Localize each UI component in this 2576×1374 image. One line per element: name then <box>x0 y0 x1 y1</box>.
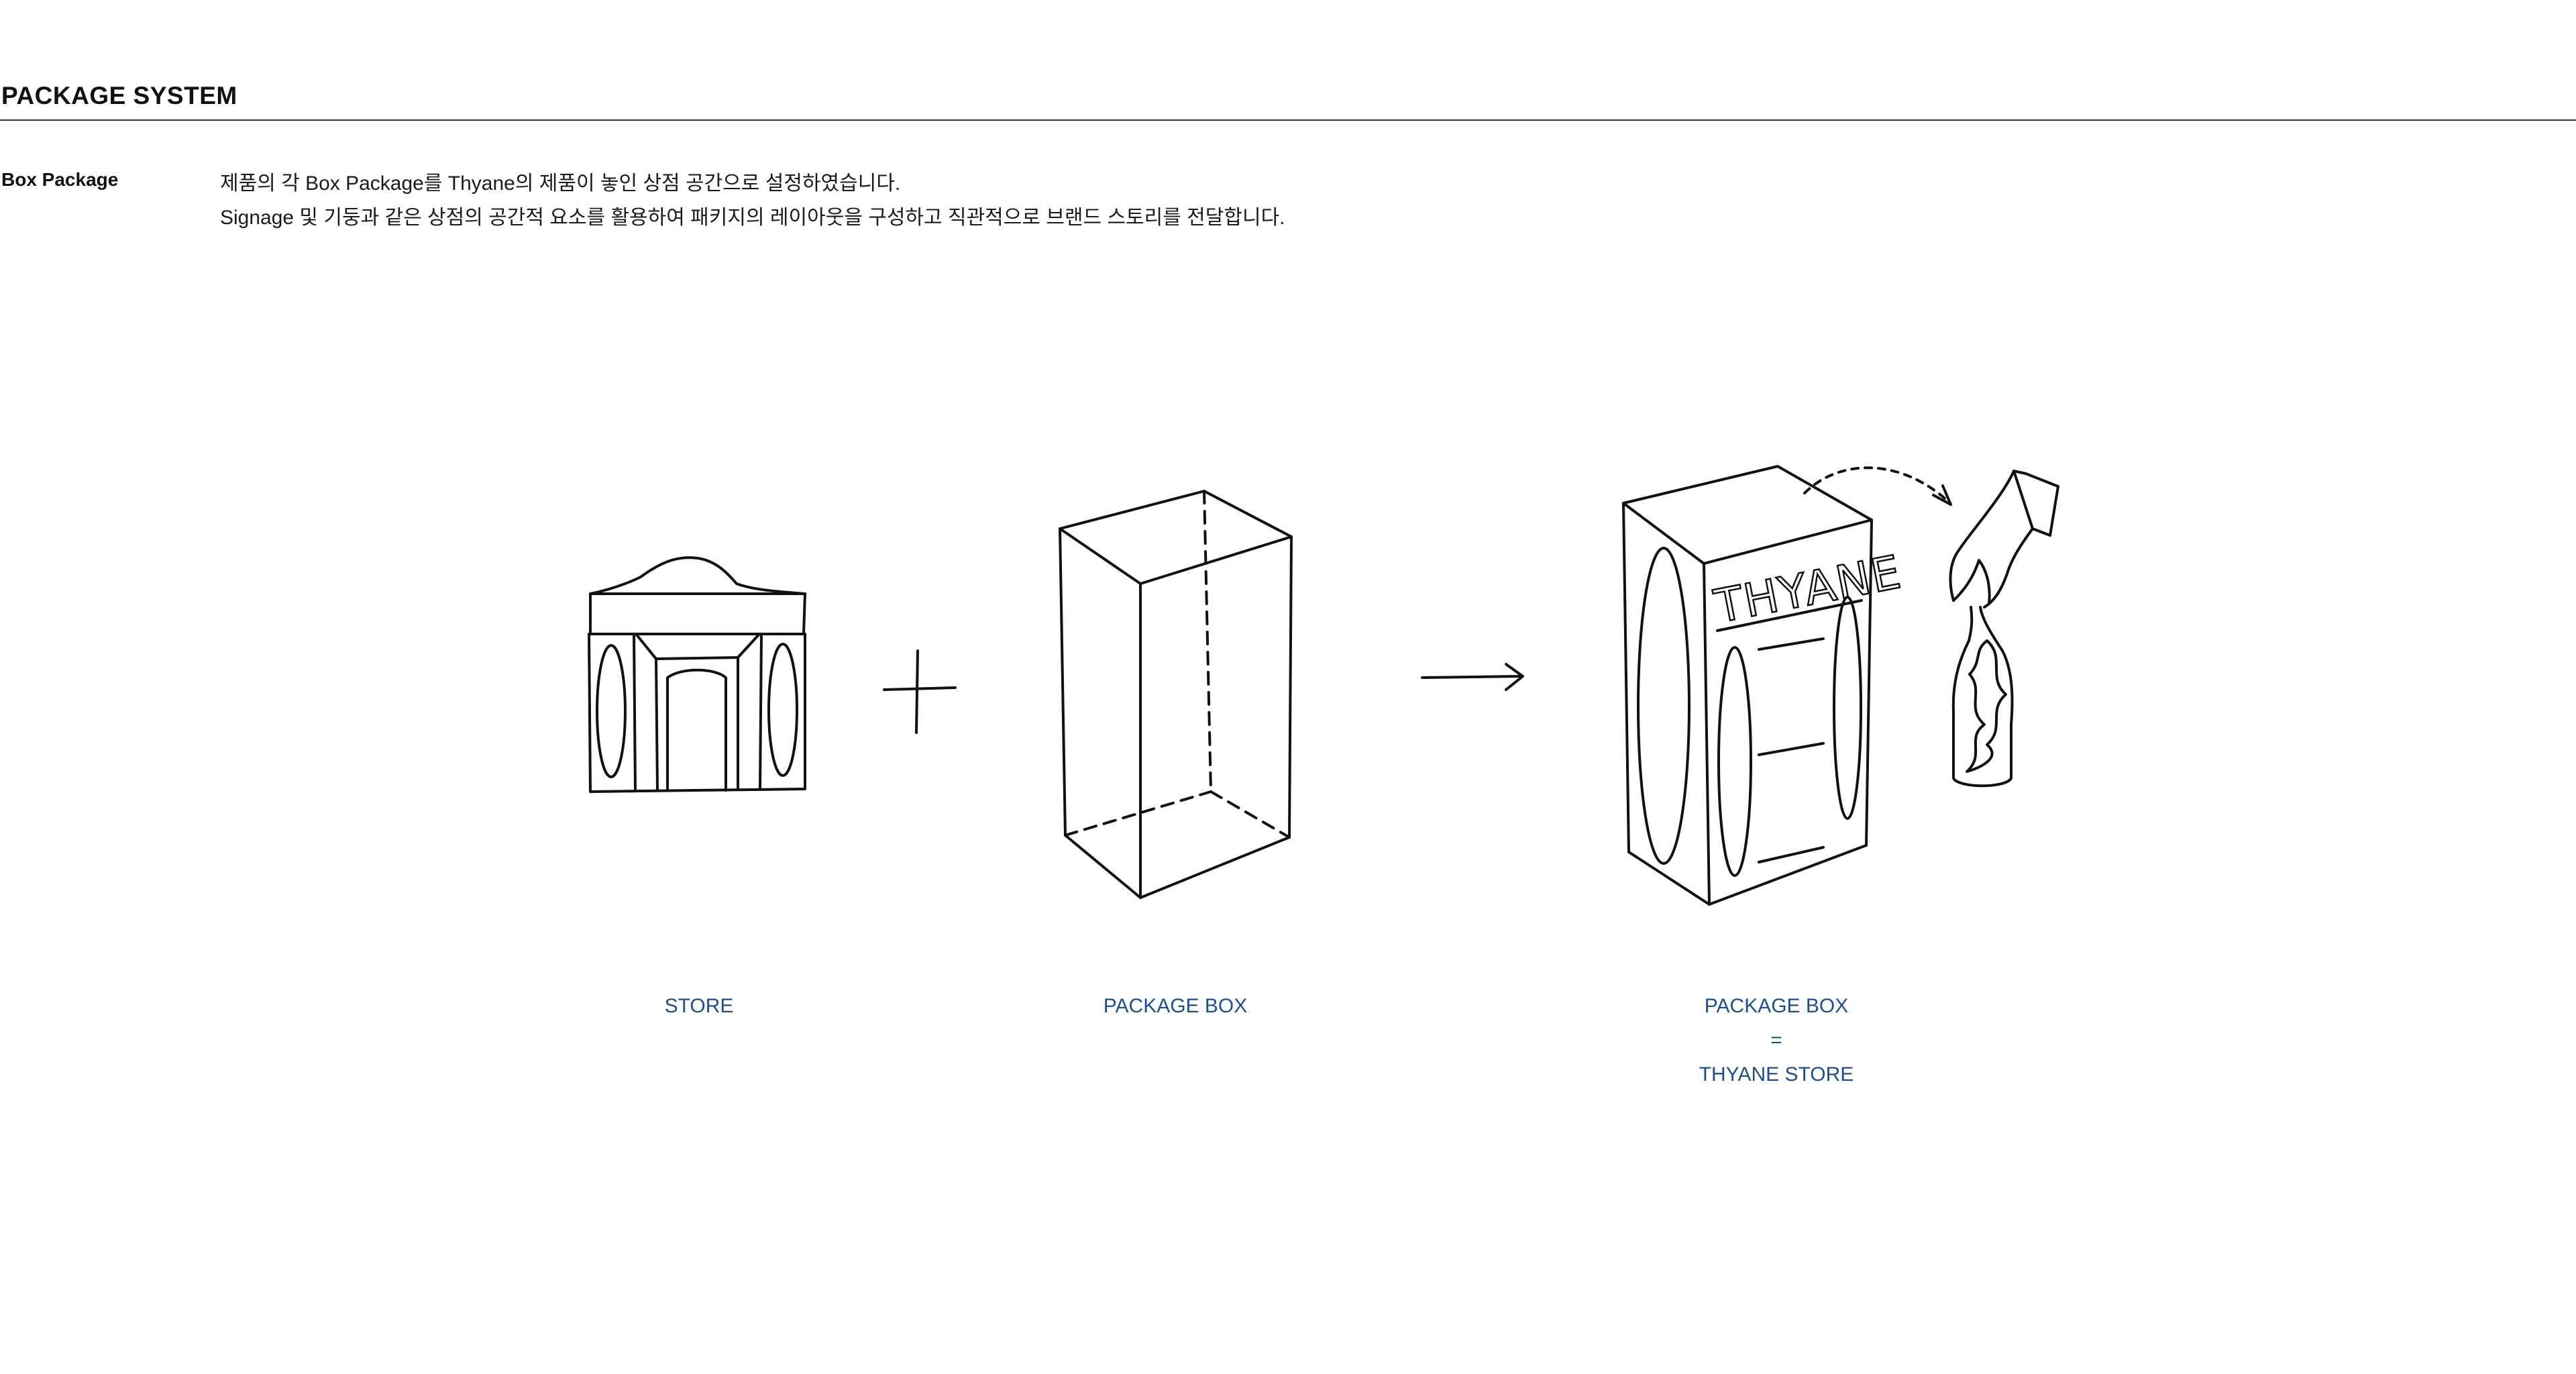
plus-icon <box>883 649 957 734</box>
caption-result-line-1: PACKAGE BOX <box>1704 995 1849 1017</box>
box-brand-lettering: THYANE <box>1710 545 1906 633</box>
caption-result: PACKAGE BOX = THYANE STORE <box>1676 989 1877 1092</box>
package-box-illustration <box>1059 490 1293 899</box>
store-illustration <box>588 556 806 793</box>
caption-result-equals: = <box>1770 1029 1782 1051</box>
thyane-box-illustration: THYANE <box>1622 465 1952 906</box>
hand-with-bottle-illustration <box>1949 470 2059 788</box>
description-line-1: 제품의 각 Box Package를 Thyane의 제품이 놓인 상점 공간으… <box>220 172 901 195</box>
caption-package-box: PACKAGE BOX <box>1103 995 1248 1017</box>
section-title: PACKAGE SYSTEM <box>1 82 237 109</box>
description: 제품의 각 Box Package를 Thyane의 제품이 놓인 상점 공간으… <box>220 166 1285 235</box>
row-label: Box Package <box>1 169 119 190</box>
title-divider <box>0 119 2576 121</box>
description-line-2: Signage 및 기둥과 같은 상점의 공간적 요소를 활용하여 패키지의 레… <box>220 207 1285 229</box>
caption-store: STORE <box>664 995 734 1017</box>
arrow-right-icon <box>1421 663 1524 691</box>
caption-result-line-3: THYANE STORE <box>1699 1063 1854 1086</box>
